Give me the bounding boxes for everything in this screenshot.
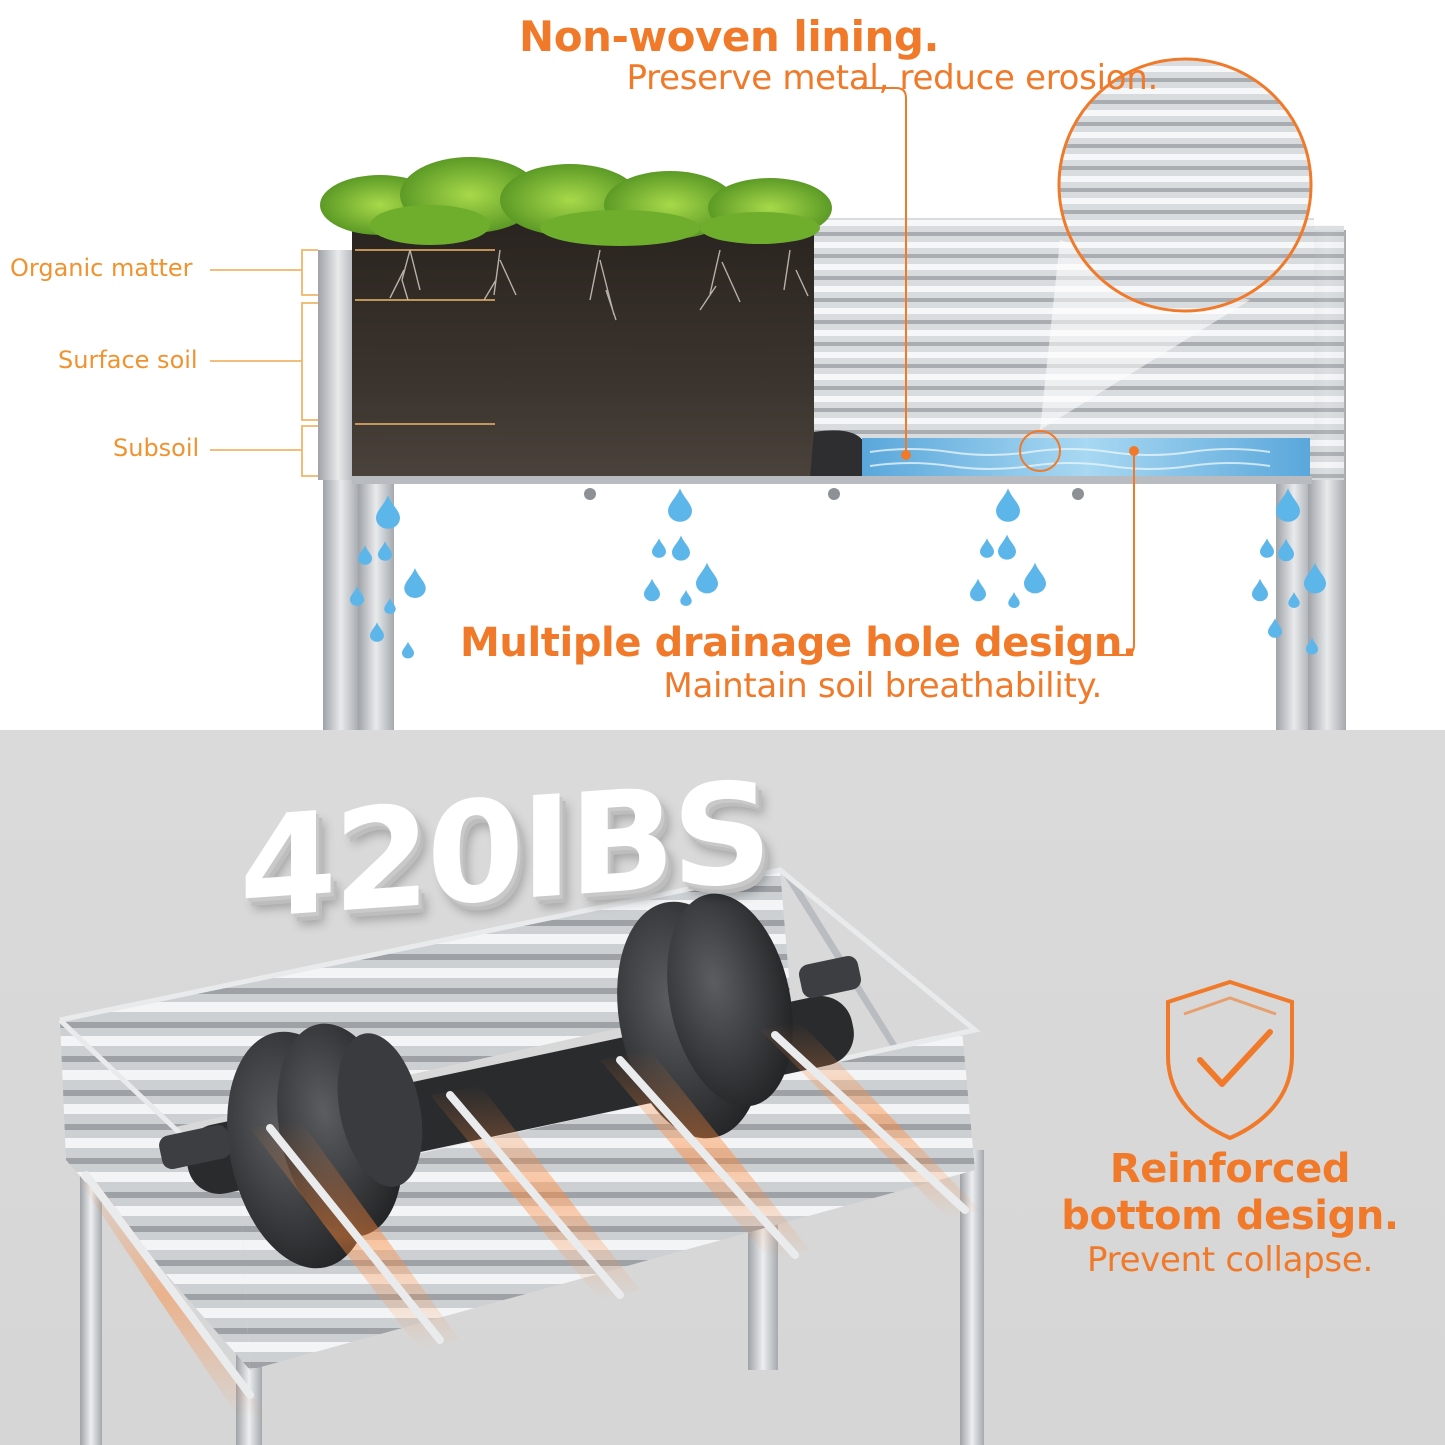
reinforced-title-line1: Reinforced bbox=[1109, 1146, 1351, 1192]
lining-subtitle: Preserve metal, reduce erosion. bbox=[626, 58, 1159, 98]
shield-check-icon bbox=[1166, 979, 1294, 1141]
drainage-title: Multiple drainage hole design. bbox=[460, 620, 1137, 666]
raised-bed-cutaway-illustration bbox=[210, 57, 1346, 730]
drainage-subtitle: Maintain soil breathability. bbox=[663, 666, 1102, 706]
reinforced-title-line2: bottom design. bbox=[1061, 1193, 1399, 1239]
raised-bed-with-dumbbell-illustration bbox=[58, 867, 984, 1445]
lining-title: Non-woven lining. bbox=[519, 12, 939, 61]
top-panel: Non-woven lining. Preserve metal, reduce… bbox=[10, 12, 1346, 730]
reinforced-subtitle: Prevent collapse. bbox=[1087, 1240, 1373, 1280]
reinforced-title: Reinforced bottom design. bbox=[1040, 1146, 1420, 1240]
layer-label-subsoil: Subsoil bbox=[113, 434, 200, 462]
layer-label-organic: Organic matter bbox=[10, 254, 193, 282]
bottom-panel: 420IBS Reinforced bottom design. Prevent… bbox=[0, 730, 1445, 1445]
layer-label-surface: Surface soil bbox=[58, 346, 198, 374]
